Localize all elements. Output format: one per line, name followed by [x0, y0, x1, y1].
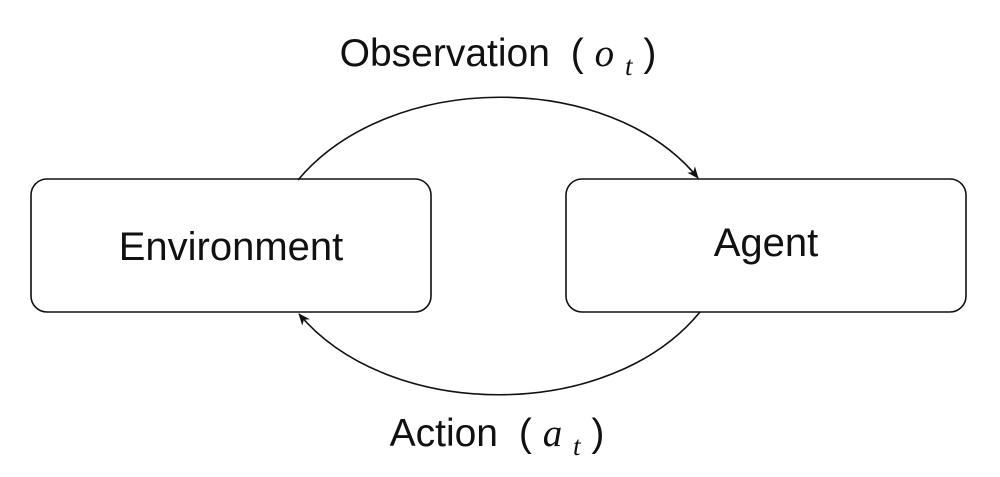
action-arrow	[298, 311, 701, 396]
observation-close-paren: )	[643, 32, 656, 75]
observation-subscript: t	[625, 51, 634, 81]
observation-label: Observation ( o t )	[340, 32, 657, 84]
action-close-paren: )	[591, 412, 604, 455]
observation-label-text: Observation	[340, 32, 550, 75]
action-open-paren: (	[519, 412, 532, 455]
observation-symbol: o	[595, 32, 615, 75]
agent-box	[565, 178, 967, 313]
action-label: Action ( a t )	[390, 412, 605, 464]
environment-label: Environment	[119, 225, 344, 269]
environment-node: Environment	[30, 178, 432, 313]
action-subscript: t	[573, 431, 582, 461]
agent-label: Agent	[714, 221, 819, 265]
observation-arrow	[297, 96, 699, 181]
environment-box	[30, 178, 432, 313]
action-label-text: Action	[390, 412, 498, 455]
agent-node: Agent	[565, 178, 967, 313]
action-symbol: a	[543, 412, 563, 455]
observation-open-paren: (	[571, 32, 584, 75]
